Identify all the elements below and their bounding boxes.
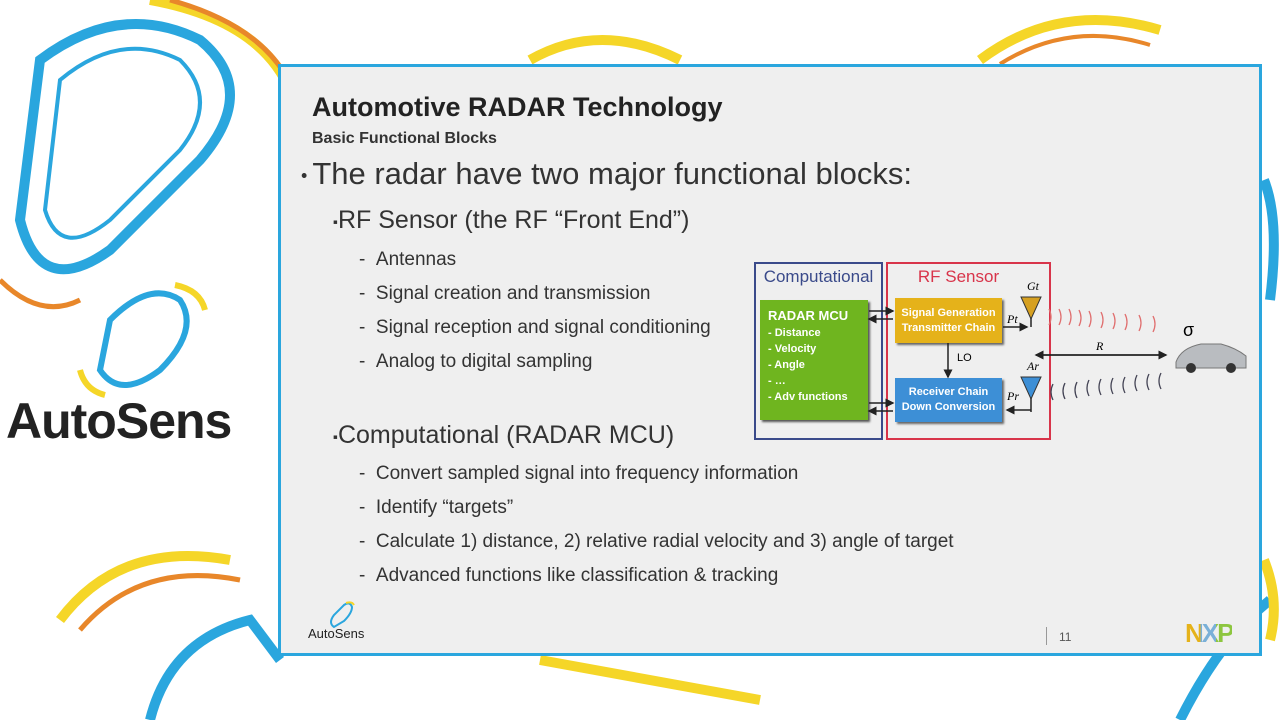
list-item: - Antennas: [359, 249, 457, 270]
mcu-item: - Angle: [768, 359, 805, 371]
tx-antenna-icon: [1020, 296, 1042, 321]
diagram-arrows: [867, 296, 1247, 416]
autosens-brand: AutoSens: [6, 393, 232, 449]
sigma-label: σ: [1183, 320, 1195, 340]
list-item: - Convert sampled signal into frequency …: [359, 463, 799, 484]
list-item: - Signal reception and signal conditioni…: [359, 317, 711, 338]
nxp-logo: NXP: [1185, 618, 1234, 648]
mcu-item: - Velocity: [768, 343, 817, 355]
footer-divider: [1046, 627, 1047, 645]
mcu-item: - Adv functions: [768, 391, 848, 403]
page-number: 11: [1059, 630, 1072, 644]
mcu-title: RADAR MCU: [768, 308, 849, 323]
slide-title: Automotive RADAR Technology: [312, 92, 723, 122]
range-label: R: [1096, 339, 1104, 353]
transmitter-block: Signal Generation Transmitter Chain: [895, 298, 1002, 343]
rx-antenna-icon: [1020, 376, 1042, 401]
pr-label: Pr: [1007, 389, 1019, 403]
rx-wave-icon: [1050, 372, 1162, 401]
computational-label: Computational: [763, 267, 874, 286]
receiver-block: Receiver Chain Down Conversion: [895, 378, 1002, 422]
list-item: - Calculate 1) distance, 2) relative rad…: [359, 531, 954, 552]
section-rf-heading: ▪RF Sensor (the RF “Front End”): [333, 206, 690, 234]
main-bullet: • The radar have two major functional bl…: [301, 156, 912, 191]
slide-subtitle: Basic Functional Blocks: [312, 130, 497, 147]
list-item: - Analog to digital sampling: [359, 351, 593, 372]
tx-wave-icon: [1048, 308, 1156, 333]
list-item: - Identify “targets”: [359, 497, 514, 518]
autosens-logo-icon: [330, 601, 355, 629]
mcu-item: - …: [768, 375, 786, 387]
computational-group: Computational: [754, 262, 883, 440]
ar-label: Ar: [1027, 359, 1039, 373]
car-icon: [1175, 343, 1247, 373]
list-item: - Advanced functions like classification…: [359, 565, 779, 586]
rf-sensor-group: RF Sensor: [886, 262, 1051, 440]
footer-logo-text: AutoSens: [308, 626, 365, 641]
section-computational-heading: ▪Computational (RADAR MCU): [333, 421, 675, 449]
gt-label: Gt: [1027, 279, 1039, 293]
list-item: - Signal creation and transmission: [359, 283, 651, 304]
slide: Automotive RADAR Technology Basic Functi…: [278, 64, 1262, 656]
pt-label: Pt: [1007, 312, 1018, 326]
rf-sensor-label: RF Sensor: [917, 267, 1000, 286]
radar-mcu-block: RADAR MCU - Distance - Velocity - Angle …: [760, 300, 868, 420]
lo-label: LO: [957, 352, 972, 364]
mcu-item: - Distance: [768, 327, 821, 339]
